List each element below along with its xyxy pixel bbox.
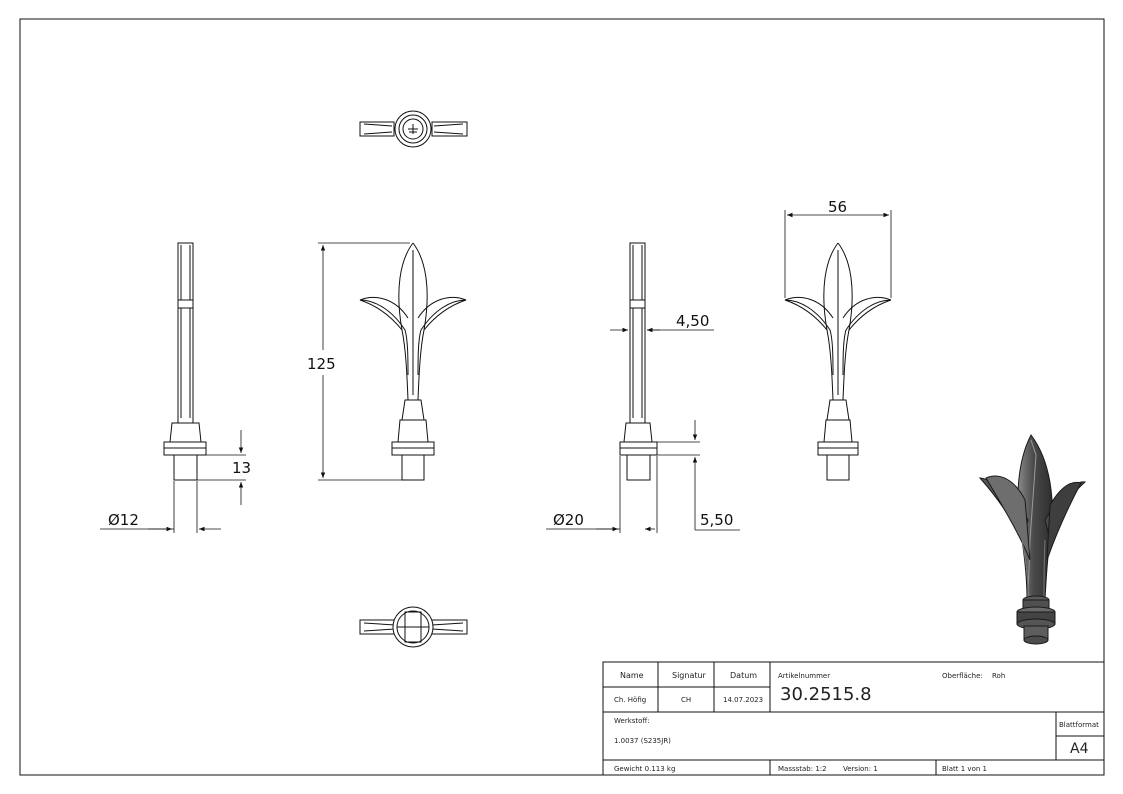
massstab: Massstab: 1:2: [778, 765, 827, 773]
dimension-dia-12: [100, 481, 221, 533]
artikelnummer-label: Artikelnummer: [778, 672, 830, 680]
dimension-13: [197, 430, 246, 505]
dimension-dia-12-label: Ø12: [108, 511, 139, 529]
werkstoff-label: Werkstoff:: [614, 717, 650, 725]
drawing-frame: [19, 18, 1105, 776]
oberflaeche-value: Roh: [992, 672, 1005, 680]
werkstoff-value: 1.0037 (S235JR): [614, 737, 671, 745]
dimension-dia-20-label: Ø20: [553, 511, 584, 529]
dimension-125: [318, 242, 410, 481]
dimension-125-label: 125: [307, 355, 336, 373]
side-view-left: [163, 242, 207, 481]
dimension-56-label: 56: [828, 198, 847, 216]
dimension-56: [784, 210, 892, 298]
datum-header: Datum: [730, 671, 757, 680]
front-view-left: [359, 242, 467, 481]
front-view-right: [784, 242, 892, 481]
blatt: Blatt 1 von 1: [942, 765, 987, 773]
artikelnummer-value: 30.2515.8: [780, 684, 872, 705]
side-view-right: [619, 242, 658, 481]
dimension-4-50-label: 4,50: [676, 312, 709, 330]
oberflaeche-label: Oberfläche:: [942, 672, 983, 680]
dimension-5-50-label: 5,50: [700, 511, 733, 529]
top-view: [359, 110, 468, 148]
title-block: [602, 661, 1105, 776]
gewicht: Gewicht 0.113 kg: [614, 765, 675, 773]
name-value: Ch. Höfig: [614, 696, 646, 704]
signatur-value: CH: [681, 696, 691, 704]
version: Version: 1: [843, 765, 878, 773]
name-header: Name: [620, 671, 644, 680]
signatur-header: Signatur: [672, 671, 707, 680]
blattformat-label: Blattformat: [1059, 721, 1099, 729]
bottom-view: [359, 606, 468, 648]
dimension-5-50: [657, 420, 740, 531]
datum-value: 14.07.2023: [723, 696, 763, 704]
isometric-view: [978, 434, 1087, 645]
dimension-13-label: 13: [232, 459, 251, 477]
blattformat-value: A4: [1070, 741, 1089, 757]
dimension-dia-20: [546, 456, 658, 533]
